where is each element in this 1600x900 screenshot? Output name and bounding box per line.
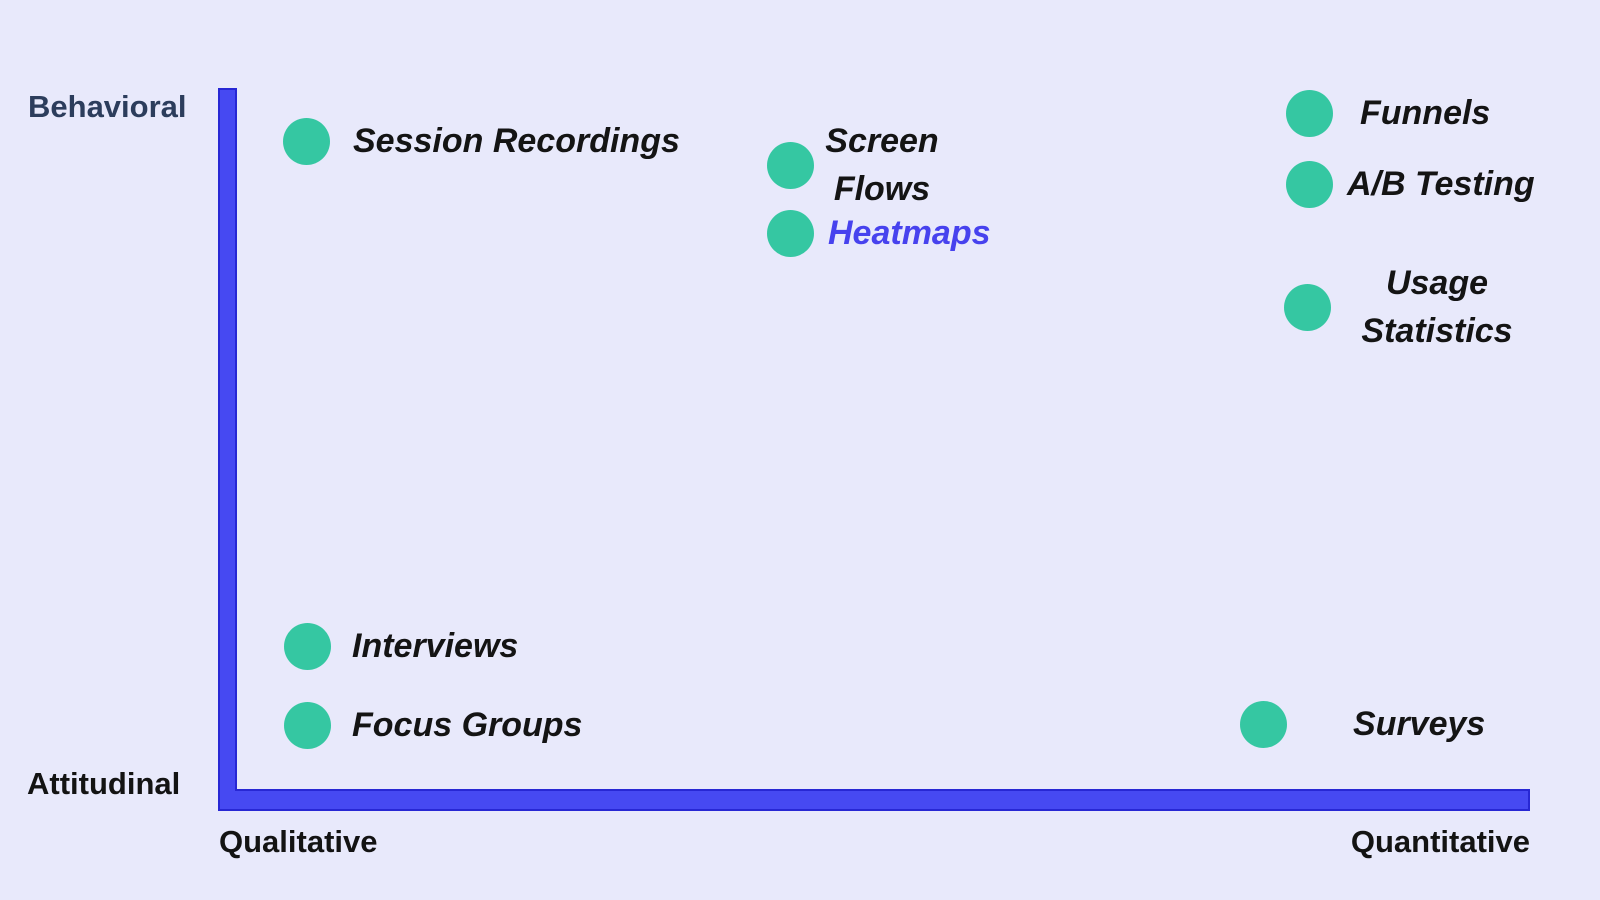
data-point-heatmaps: Heatmaps bbox=[767, 210, 991, 258]
data-point-surveys: Surveys bbox=[1240, 701, 1485, 749]
data-point-focus-groups: Focus Groups bbox=[284, 702, 582, 750]
point-label: Screen Flows bbox=[825, 122, 939, 208]
point-dot bbox=[1286, 90, 1333, 138]
axis-l-shape bbox=[218, 88, 1530, 811]
data-point-usage-statistics: Usage Statistics bbox=[1284, 260, 1513, 355]
point-label: Session Recordings bbox=[353, 122, 680, 160]
x-axis-left-label: Qualitative bbox=[219, 824, 378, 859]
point-label: Focus Groups bbox=[352, 706, 583, 744]
point-dot bbox=[1240, 701, 1287, 749]
y-axis-bottom-label: Attitudinal bbox=[27, 766, 181, 801]
point-label: A/B Testing bbox=[1347, 165, 1535, 203]
point-dot bbox=[284, 623, 331, 671]
y-axis-top-label: Behavioral bbox=[28, 89, 187, 124]
heatmaps-link[interactable]: Heatmaps bbox=[828, 214, 991, 252]
point-dot bbox=[1286, 161, 1333, 209]
data-point-screen-flows: Screen Flows bbox=[767, 118, 941, 213]
point-label: Surveys bbox=[1353, 705, 1486, 743]
point-dot bbox=[283, 118, 330, 166]
point-label: Interviews bbox=[352, 627, 519, 665]
x-axis-right-label: Quantitative bbox=[1350, 824, 1530, 859]
data-point-session-recordings: Session Recordings bbox=[283, 118, 680, 166]
point-label: Usage Statistics bbox=[1361, 264, 1513, 350]
data-point-ab-testing: A/B Testing bbox=[1286, 161, 1535, 209]
point-dot bbox=[284, 702, 331, 750]
data-point-funnels: Funnels bbox=[1286, 90, 1490, 138]
data-point-interviews: Interviews bbox=[284, 623, 518, 671]
point-label: Funnels bbox=[1360, 94, 1491, 132]
point-dot bbox=[767, 142, 814, 190]
point-dot bbox=[767, 210, 814, 258]
point-dot bbox=[1284, 284, 1331, 332]
